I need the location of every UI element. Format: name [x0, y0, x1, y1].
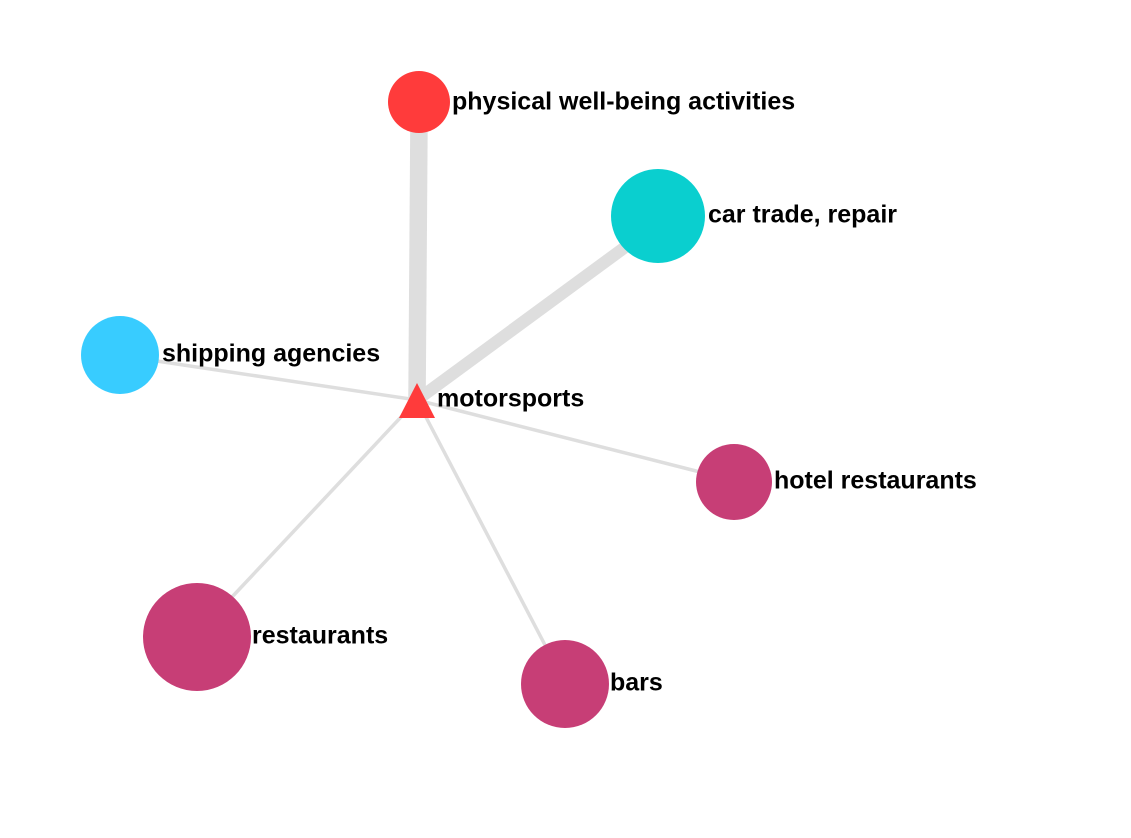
edge-car-trade — [413, 240, 632, 405]
edge-bars — [415, 399, 547, 646]
node-physical[interactable]: physical well-being activities — [388, 71, 795, 133]
edge-hotel — [416, 398, 701, 474]
node-label: restaurants — [252, 622, 388, 650]
node-circle[interactable] — [611, 169, 705, 263]
node-label: car trade, repair — [708, 201, 897, 229]
node-label: shipping agencies — [162, 340, 380, 368]
node-motorsports[interactable]: motorsports — [399, 383, 584, 418]
node-shipping[interactable]: shipping agencies — [81, 316, 380, 394]
node-label: bars — [610, 669, 663, 697]
node-car-trade[interactable]: car trade, repair — [611, 169, 897, 263]
edges — [149, 119, 701, 646]
center-triangle-icon[interactable] — [399, 383, 435, 418]
node-restaurants[interactable]: restaurants — [143, 583, 388, 691]
node-circle[interactable] — [81, 316, 159, 394]
node-hotel[interactable]: hotel restaurants — [696, 444, 977, 520]
edge-restaurants — [230, 398, 419, 599]
node-bars[interactable]: bars — [521, 640, 663, 728]
node-circle[interactable] — [696, 444, 772, 520]
node-circle[interactable] — [388, 71, 450, 133]
node-label: physical well-being activities — [452, 88, 795, 116]
edge-shipping — [149, 358, 418, 402]
edge-physical — [408, 119, 428, 401]
node-circle[interactable] — [143, 583, 251, 691]
center-label: motorsports — [437, 385, 584, 413]
node-circle[interactable] — [521, 640, 609, 728]
node-label: hotel restaurants — [774, 467, 977, 495]
